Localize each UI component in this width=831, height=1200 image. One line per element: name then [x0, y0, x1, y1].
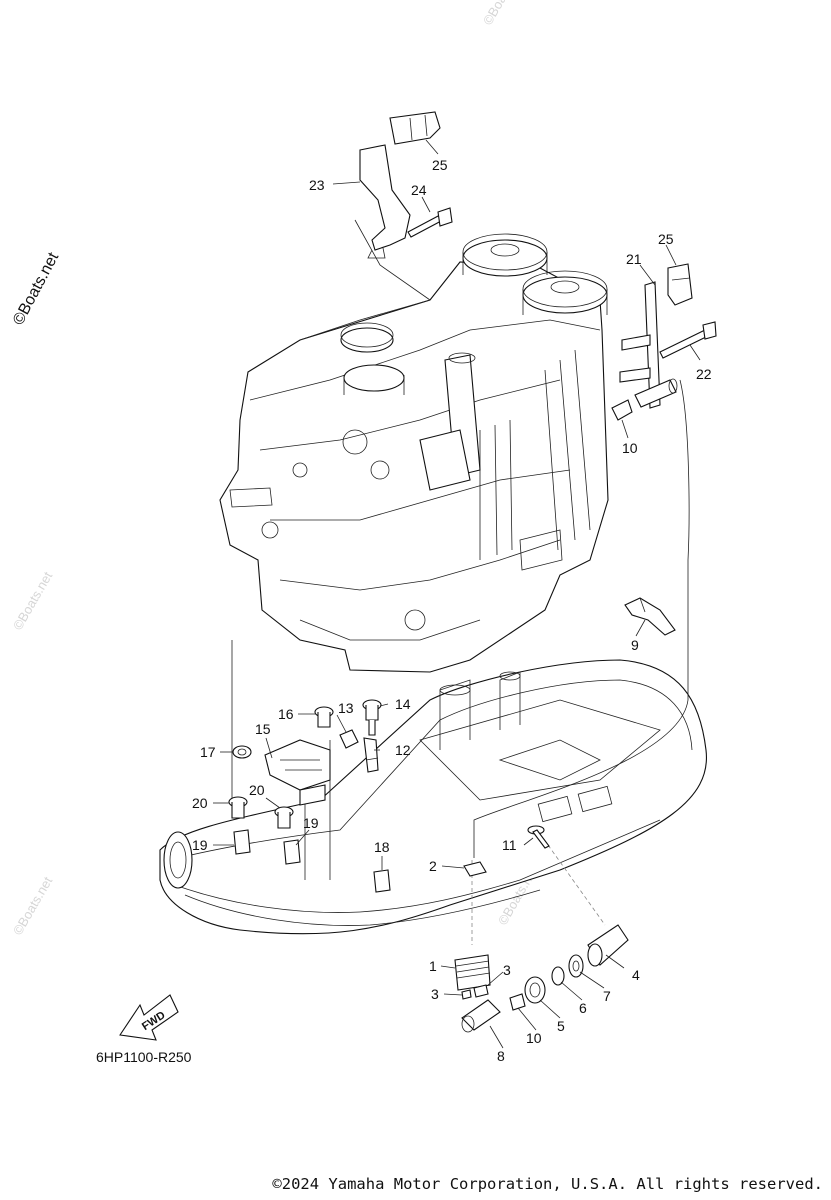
bracket-23	[359, 144, 411, 259]
callout-13: 13	[338, 700, 354, 716]
callout-11: 11	[502, 837, 517, 853]
hose-8	[461, 999, 501, 1033]
callout-9: 9	[631, 637, 639, 653]
diagram-code: 6HP1100-R250	[96, 1049, 192, 1065]
clips-3	[461, 984, 489, 1000]
grommet-1	[454, 954, 491, 991]
bottom-cowling	[159, 659, 707, 935]
screw-11	[527, 825, 550, 849]
callout-19: 19	[192, 837, 208, 853]
grommet-25-top	[389, 111, 441, 145]
callout-23: 23	[309, 177, 325, 193]
callout-10: 10	[622, 440, 638, 456]
bolt-24	[407, 207, 453, 238]
leader-lines	[213, 139, 701, 1049]
clip-10-bottom	[509, 993, 526, 1011]
grommet-25-right	[667, 263, 693, 306]
callout-4: 4	[632, 967, 640, 983]
callout-7: 7	[603, 988, 611, 1004]
callout-2: 2	[429, 858, 437, 874]
callout-18: 18	[374, 839, 390, 855]
callout-1: 1	[429, 958, 437, 974]
callout-5: 5	[557, 1018, 565, 1034]
bolt-22	[659, 321, 717, 359]
nut-2	[463, 861, 487, 877]
grommet-18	[373, 869, 391, 893]
clip-12	[363, 737, 379, 773]
clip-10-top	[611, 399, 633, 421]
callout-8: 8	[497, 1048, 505, 1064]
callout-12: 12	[395, 742, 411, 758]
callout-24: 24	[411, 182, 427, 198]
grommet-7	[568, 954, 584, 978]
grommet-17	[232, 745, 252, 759]
bolt-16	[314, 706, 334, 728]
engine-block	[219, 233, 609, 673]
callout-10: 10	[526, 1030, 542, 1046]
callout-16: 16	[278, 706, 294, 722]
callout-15: 15	[255, 721, 271, 737]
bolt-14	[362, 699, 382, 736]
bracket-21	[619, 281, 661, 409]
callout-3: 3	[503, 962, 511, 978]
callout-20: 20	[192, 795, 208, 811]
callout-25: 25	[432, 157, 448, 173]
callout-14: 14	[395, 696, 411, 712]
clamp-9	[624, 597, 676, 636]
callout-3: 3	[431, 986, 439, 1002]
clip-19-left	[233, 829, 251, 855]
callout-20: 20	[249, 782, 265, 798]
callout-17: 17	[200, 744, 216, 760]
callout-labels: 23 25 24 21 25 22 10 9 16 13 14 12 15 17…	[192, 157, 712, 1064]
clip-19-right	[283, 839, 301, 865]
nut-5	[524, 976, 546, 1004]
callout-25: 25	[658, 231, 674, 247]
callout-22: 22	[696, 366, 712, 382]
bracket-15	[264, 739, 331, 806]
grommet-4	[587, 924, 629, 967]
copyright-notice: ©2024 Yamaha Motor Corporation, U.S.A. A…	[272, 1175, 823, 1193]
bolt-20-left	[228, 796, 248, 819]
nut-13	[339, 729, 359, 749]
callout-21: 21	[626, 251, 642, 267]
hose-ends	[634, 378, 678, 408]
bolt-20-right	[274, 806, 294, 829]
washer-6	[551, 966, 565, 986]
callout-19: 19	[303, 815, 319, 831]
callout-6: 6	[579, 1000, 587, 1016]
fwd-arrow: FWD	[119, 994, 179, 1041]
